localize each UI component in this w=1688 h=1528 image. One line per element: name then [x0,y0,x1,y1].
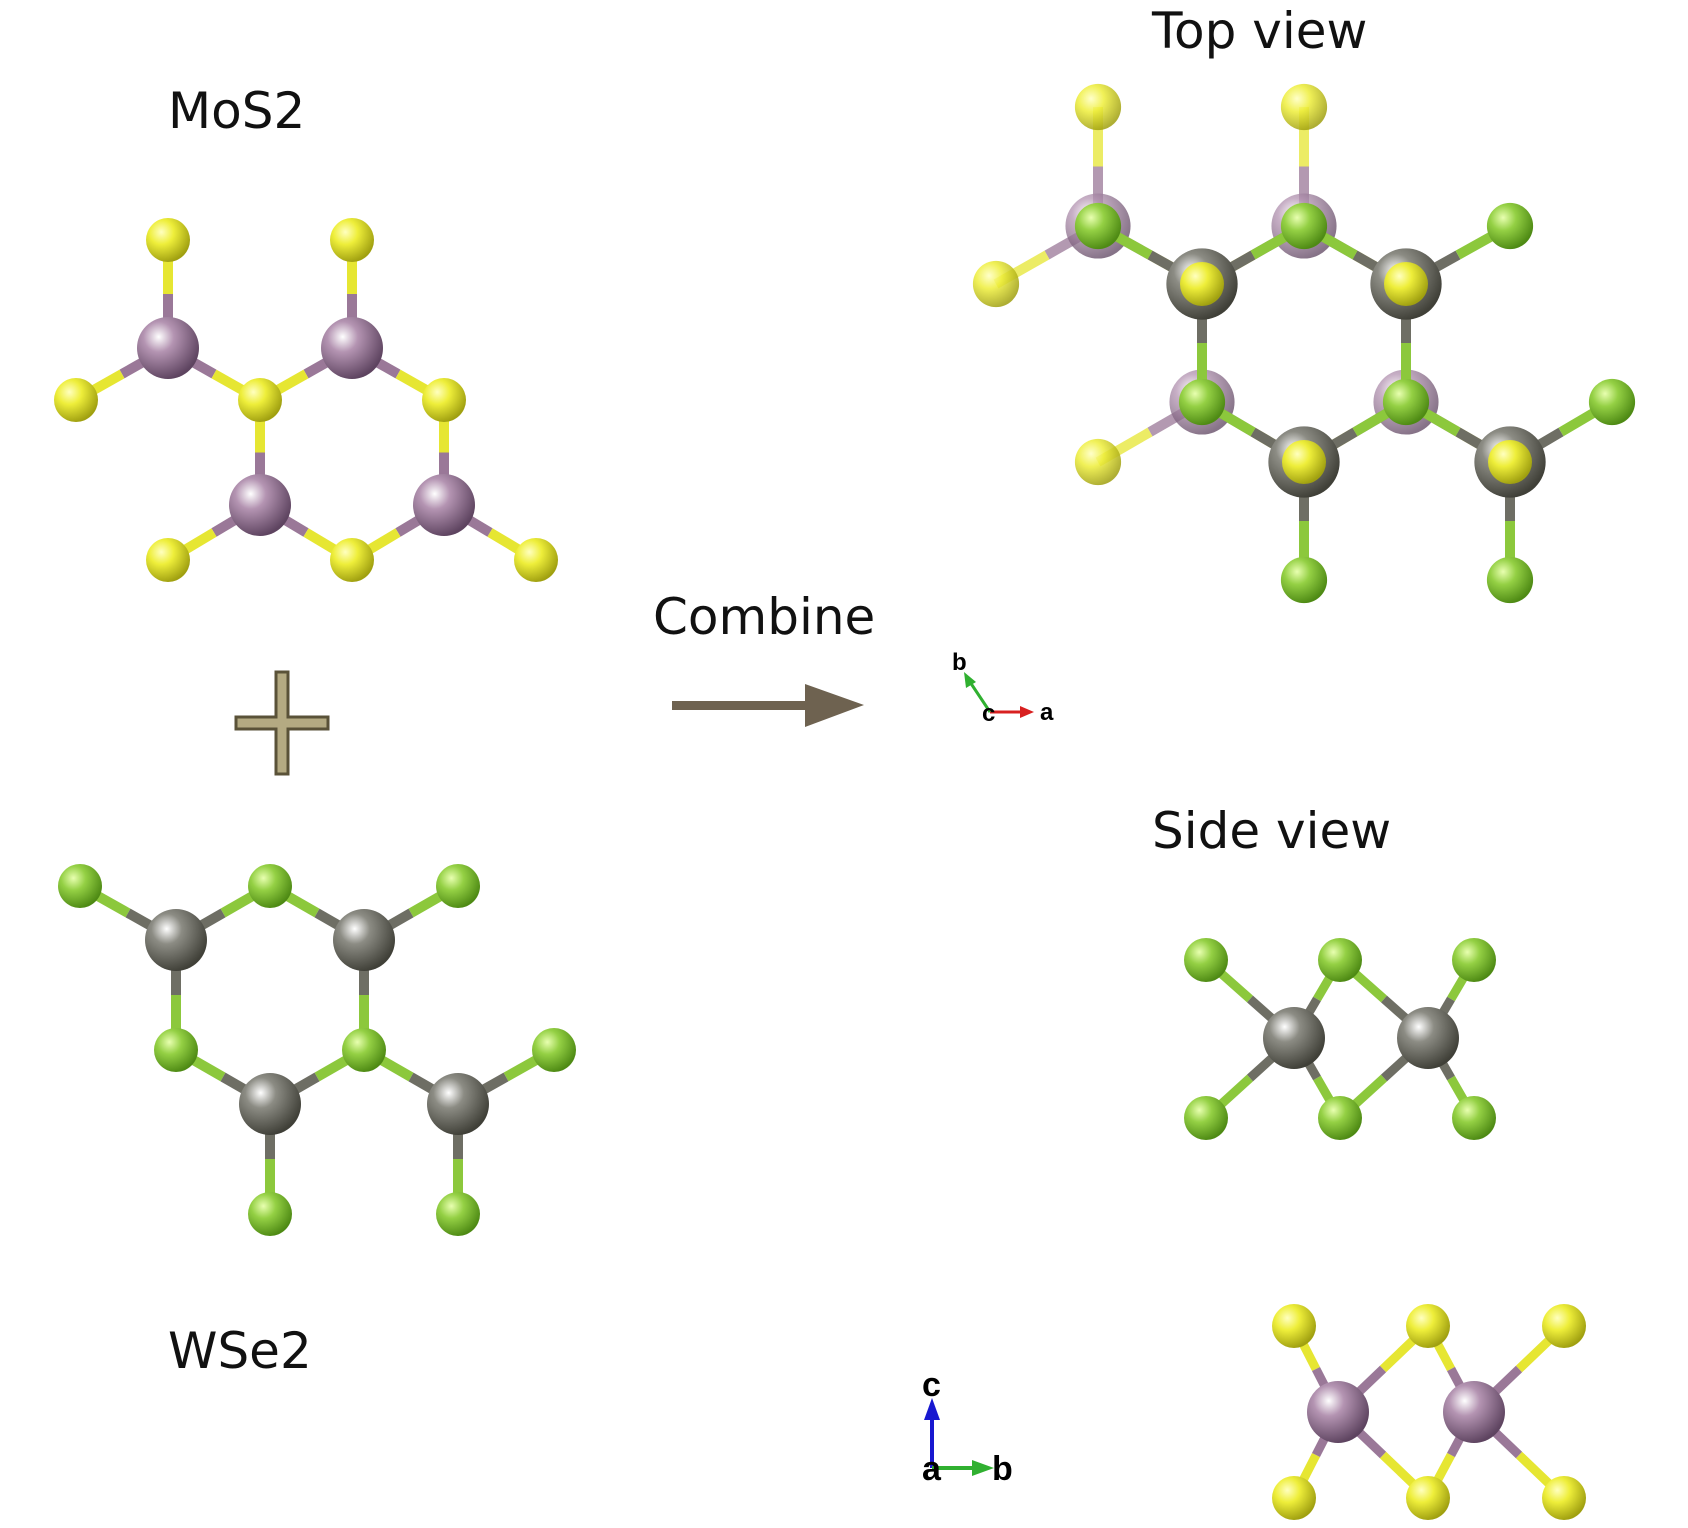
se-atom [1452,938,1496,982]
s-atom [1542,1476,1586,1520]
mo-atom [1307,1381,1369,1443]
s-atom [1180,262,1224,306]
mos2-side-view-structure [1272,1304,1586,1520]
side-view-axis-indicator: c a b [922,1366,1013,1488]
wse2-side-view-structure [1184,938,1496,1140]
s-atom [330,218,374,262]
se-atom [1318,1096,1362,1140]
s-atom [1282,440,1326,484]
s-atom [1272,1476,1316,1520]
se-atom [1280,556,1328,604]
w-atom [1263,1007,1325,1069]
se-atom [1184,938,1228,982]
se-atom [1074,202,1122,250]
axis-label-c: c [982,700,995,727]
se-atom [58,864,102,908]
top-view-label: Top view [1151,2,1367,60]
s-atom [146,538,190,582]
s-atom [1074,438,1122,486]
mos2-label: MoS2 [168,82,305,140]
s-atom [1280,83,1328,131]
se-atom [342,1028,386,1072]
plus-icon [234,670,330,776]
se-atom [248,864,292,908]
se-atom [154,1028,198,1072]
s-atom [146,218,190,262]
s-atom [54,378,98,422]
axis-label-c: c [922,1366,941,1404]
s-atom [422,378,466,422]
axis-label-a: a [1040,699,1054,726]
se-atom [1486,202,1534,250]
se-atom [1178,378,1226,426]
se-atom [248,1192,292,1236]
se-atom [1452,1096,1496,1140]
s-atom [514,538,558,582]
wse2-label: WSe2 [168,1322,312,1380]
axis-label-b: b [952,649,967,676]
w-atom [239,1073,301,1135]
se-atom [1280,202,1328,250]
se-atom [532,1028,576,1072]
se-atom [436,1192,480,1236]
top-view-axis-indicator: a b c [952,649,1054,727]
s-atom [1074,83,1122,131]
side-view-label: Side view [1152,802,1391,860]
w-atom [145,909,207,971]
s-atom [1488,440,1532,484]
s-atom [238,378,282,422]
mo-atom [229,474,291,536]
combine-label: Combine [653,588,875,646]
molecule-structures [54,83,1636,1520]
axis-label-b: b [992,1450,1013,1488]
se-atom [436,864,480,908]
s-atom [1384,262,1428,306]
mo-atom [1443,1381,1505,1443]
s-atom [972,260,1020,308]
s-atom [1406,1304,1450,1348]
se-atom [1382,378,1430,426]
combine-arrow-icon [672,684,864,727]
s-atom [330,538,374,582]
w-atom [1397,1007,1459,1069]
axis-label-a: a [922,1450,942,1488]
s-atom [1272,1304,1316,1348]
s-atom [1542,1304,1586,1348]
w-atom [427,1073,489,1135]
se-atom [1318,938,1362,982]
mo-atom [413,474,475,536]
se-atom [1184,1096,1228,1140]
combined-top-view-structure [972,83,1636,604]
mo-atom [137,317,199,379]
wse2-top-structure [58,864,576,1236]
se-atom [1486,556,1534,604]
s-atom [1406,1476,1450,1520]
se-atom [1588,378,1636,426]
mos2-top-structure [54,218,558,582]
mo-atom [321,317,383,379]
w-atom [333,909,395,971]
